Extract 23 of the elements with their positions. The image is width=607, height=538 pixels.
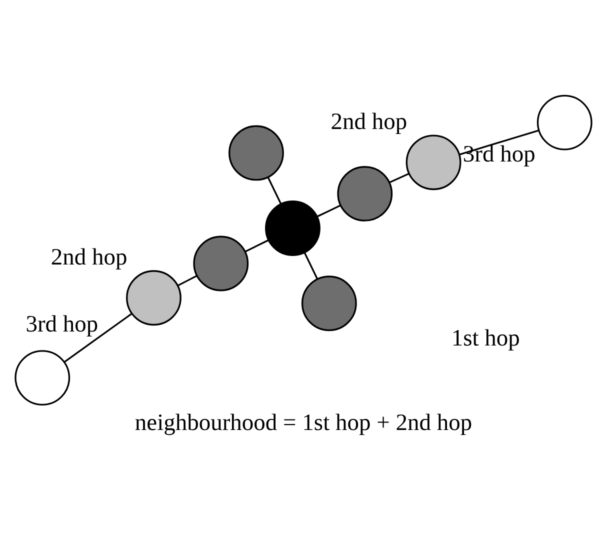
node-circle <box>301 275 357 331</box>
connector <box>459 129 540 155</box>
connector <box>304 252 318 279</box>
node-label: 2nd hop <box>50 244 128 270</box>
connector <box>267 176 282 204</box>
node-circle <box>126 270 182 326</box>
connector <box>64 312 132 362</box>
edge-label: 3rd hop <box>26 310 98 337</box>
connector <box>244 238 269 252</box>
node-circle <box>406 134 462 190</box>
edge-label: 3rd hop <box>462 140 536 167</box>
connector <box>316 204 341 217</box>
node-label: 2nd hop <box>330 108 408 135</box>
node-circle <box>265 200 320 256</box>
connector <box>177 274 198 286</box>
node-circle <box>337 166 393 221</box>
connector <box>389 172 410 183</box>
caption: neighbourhood = 1st hop + 2nd hop <box>134 410 472 436</box>
node-circle <box>14 350 70 405</box>
node-circle <box>193 235 249 291</box>
label: 1st hop <box>451 324 520 351</box>
node-circle <box>228 124 284 180</box>
node-circle <box>536 94 592 150</box>
